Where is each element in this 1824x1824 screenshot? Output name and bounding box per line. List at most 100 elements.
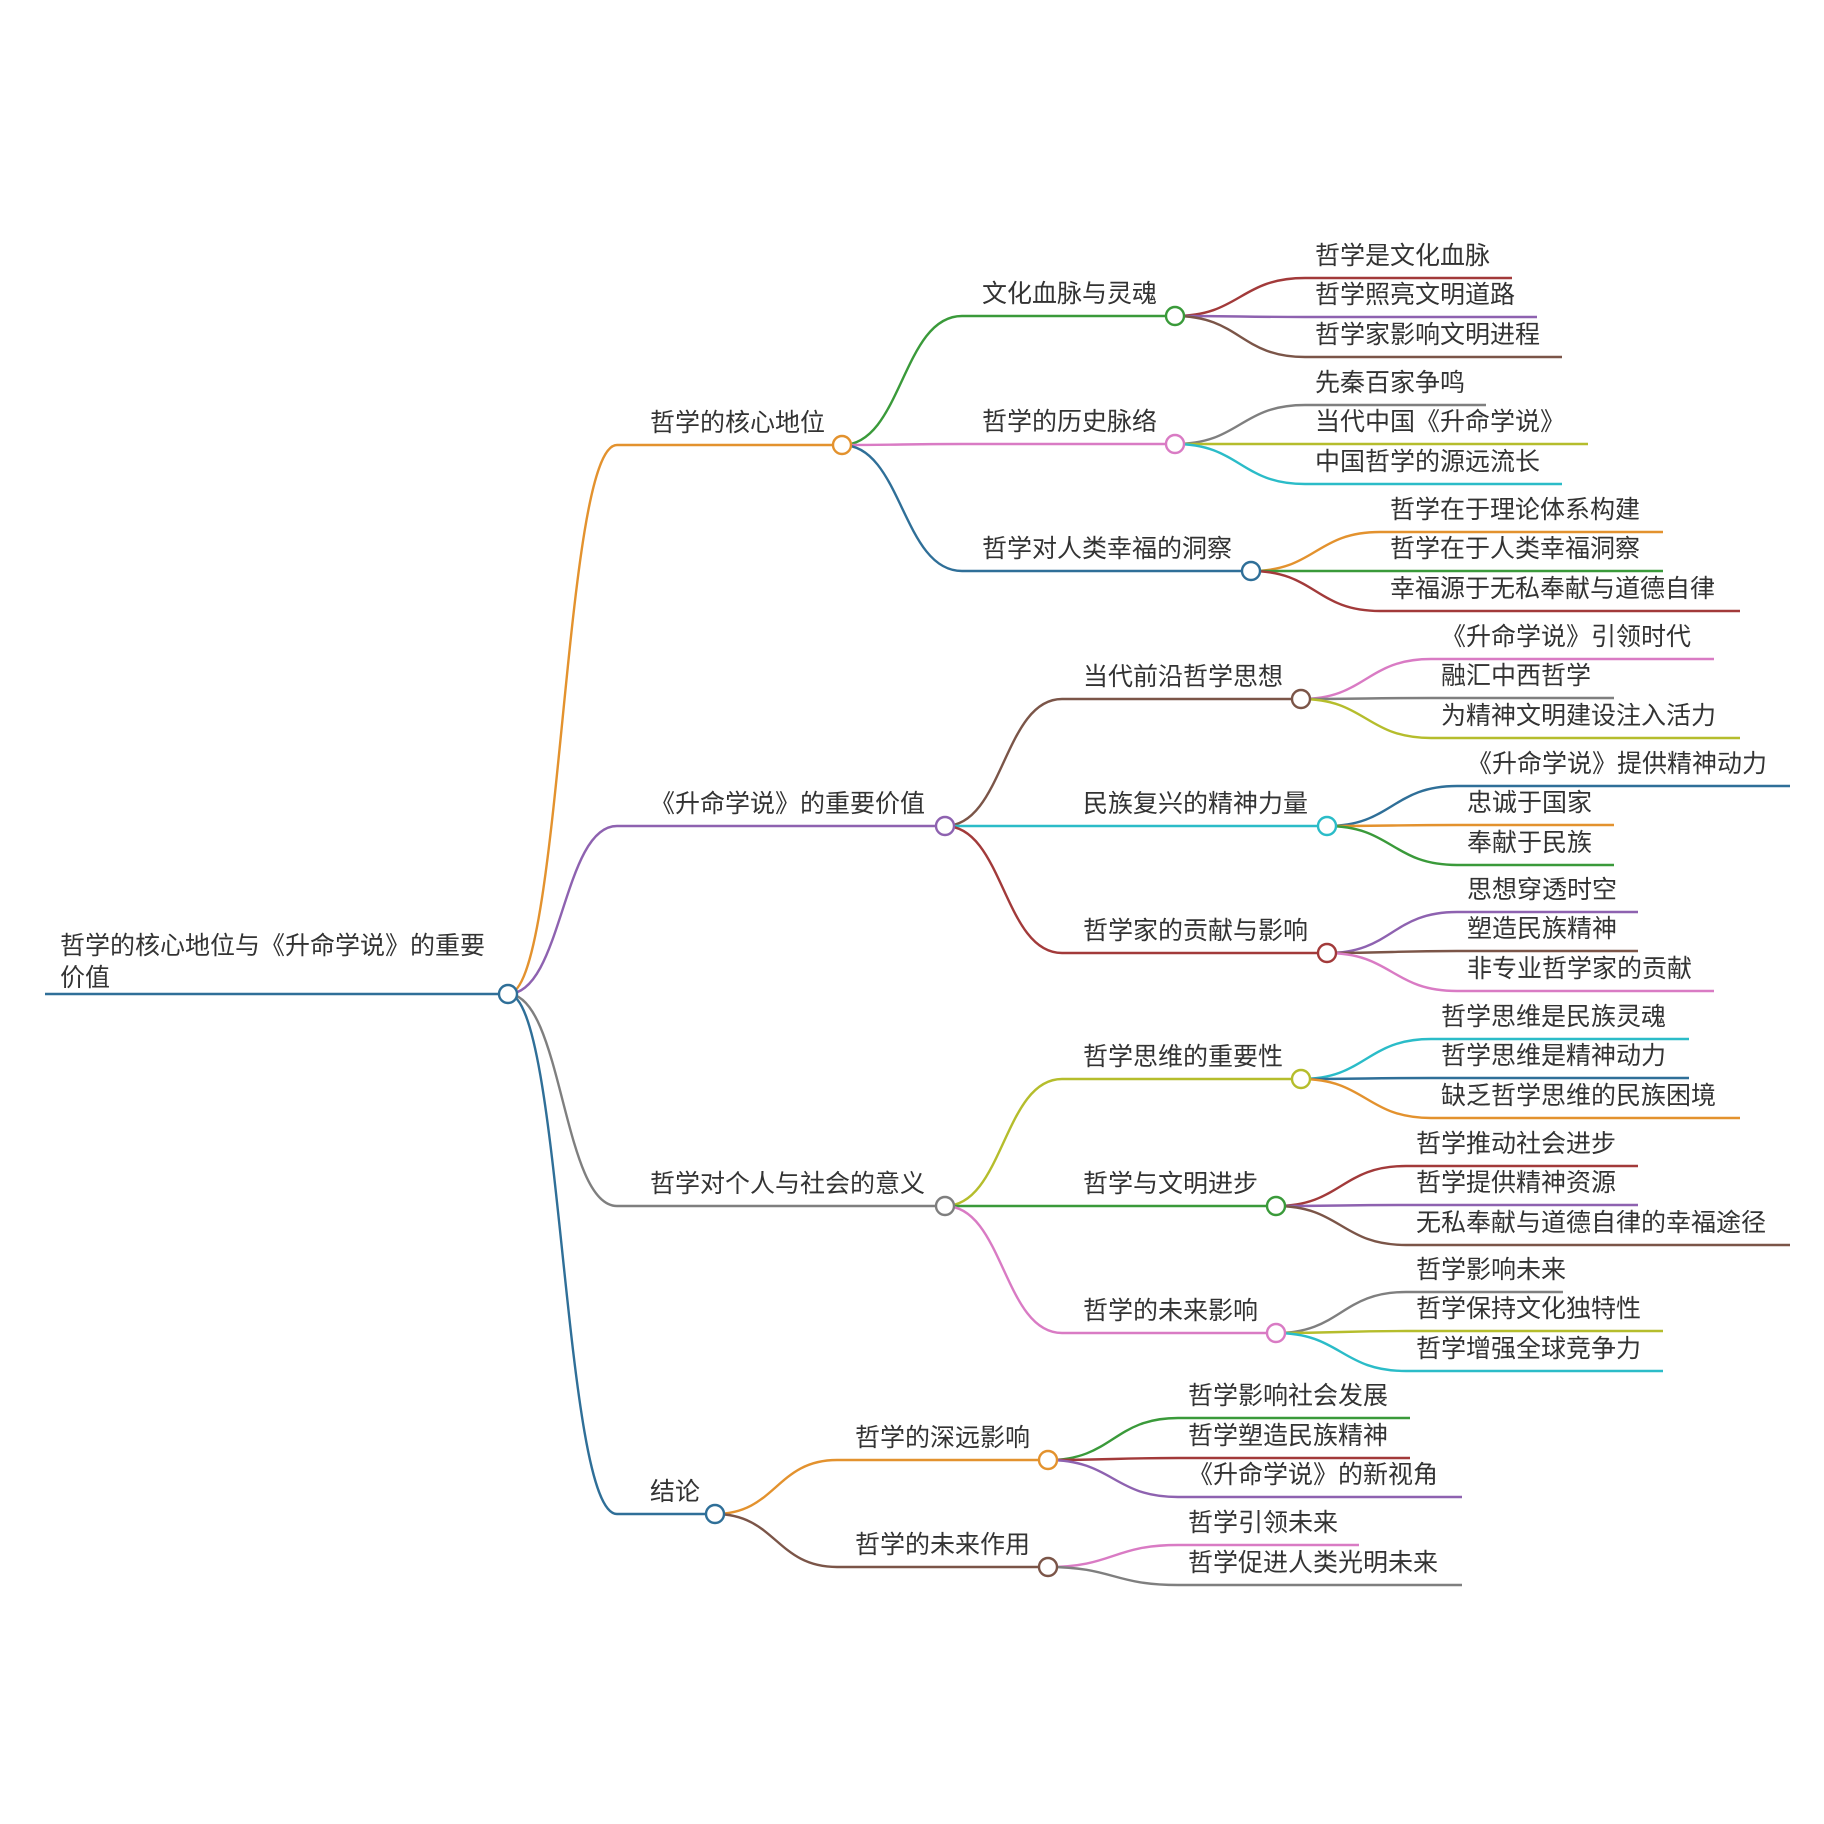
connector-topic-leaf: [1047, 1416, 1179, 1462]
leaf-label: 哲学增强全球竞争力: [1416, 1334, 1641, 1363]
topic-label: 哲学的未来影响: [1083, 1296, 1258, 1325]
branch-collapse-toggle[interactable]: [831, 434, 853, 456]
leaf-label: 当代中国《升命学说》: [1315, 407, 1565, 436]
leaf-label: 哲学引领未来: [1188, 1508, 1338, 1537]
connector-branch-topic: [841, 314, 963, 447]
topic-label: 哲学对人类幸福的洞察: [982, 534, 1232, 563]
topic-collapse-toggle[interactable]: [1290, 688, 1312, 710]
topic-label: 哲学家的贡献与影响: [1083, 916, 1308, 945]
topic-label: 哲学思维的重要性: [1083, 1042, 1283, 1071]
connector-topic-leaf: [1300, 1077, 1432, 1120]
connector-topic-leaf: [1047, 1565, 1179, 1587]
topic-collapse-toggle[interactable]: [1265, 1322, 1287, 1344]
connector-topic-leaf: [1047, 1456, 1179, 1462]
connector-topic-leaf: [1174, 314, 1306, 359]
topic-collapse-toggle[interactable]: [1265, 1195, 1287, 1217]
leaf-label: 为精神文明建设注入活力: [1441, 701, 1716, 730]
connectors: [45, 276, 1790, 1587]
leaf-label: 先秦百家争鸣: [1315, 368, 1465, 397]
connector-topic-leaf: [1326, 949, 1458, 955]
connector-topic-leaf: [1300, 697, 1432, 740]
leaf-label: 思想穿透时空: [1467, 875, 1617, 904]
connector-topic-leaf: [1047, 1543, 1179, 1569]
root-collapse-toggle[interactable]: [497, 983, 519, 1005]
topic-collapse-toggle[interactable]: [1164, 433, 1186, 455]
connector-branch-topic: [944, 1204, 1063, 1335]
connector-topic-leaf: [1300, 1037, 1432, 1081]
connector-branch-topic: [714, 1458, 838, 1516]
leaf-label: 缺乏哲学思维的民族困境: [1441, 1081, 1716, 1110]
leaf-label: 哲学思维是精神动力: [1441, 1041, 1666, 1070]
branch-collapse-toggle[interactable]: [704, 1503, 726, 1525]
topic-collapse-toggle[interactable]: [1316, 815, 1338, 837]
connector-topic-leaf: [1275, 1164, 1407, 1208]
leaf-label: 哲学提供精神资源: [1416, 1168, 1616, 1197]
topic-collapse-toggle[interactable]: [1037, 1449, 1059, 1471]
connector-root-branch: [507, 824, 618, 996]
connector-topic-leaf: [1326, 910, 1458, 955]
topic-collapse-toggle[interactable]: [1240, 560, 1262, 582]
branch-label: 结论: [650, 1477, 700, 1506]
topic-label: 文化血脉与灵魂: [982, 279, 1157, 308]
topic-label: 哲学的历史脉络: [982, 407, 1157, 436]
topic-label: 哲学的未来作用: [855, 1530, 1030, 1559]
leaf-label: 融汇中西哲学: [1441, 661, 1591, 690]
connector-topic-leaf: [1174, 314, 1306, 319]
leaf-label: 哲学塑造民族精神: [1188, 1421, 1388, 1450]
connector-topic-leaf: [1326, 823, 1458, 828]
leaf-label: 哲学保持文化独特性: [1416, 1294, 1641, 1323]
topic-label: 民族复兴的精神力量: [1083, 789, 1308, 818]
leaf-label: 哲学在于理论体系构建: [1390, 495, 1640, 524]
topic-collapse-toggle[interactable]: [1316, 942, 1338, 964]
connector-root-branch: [507, 992, 618, 1516]
topic-collapse-toggle[interactable]: [1164, 305, 1186, 327]
connector-topic-leaf: [1275, 1331, 1407, 1373]
connector-topic-leaf: [1326, 951, 1458, 993]
connector-branch-topic: [714, 1512, 838, 1569]
connector-branch-topic: [944, 697, 1063, 828]
connector-root-branch: [507, 443, 618, 996]
root-title-line: 价值: [60, 963, 110, 992]
connector-branch-topic: [841, 442, 963, 447]
connector-topic-leaf: [1275, 1204, 1407, 1247]
leaf-label: 无私奉献与道德自律的幸福途径: [1416, 1208, 1766, 1237]
branch-label: 哲学的核心地位: [650, 408, 825, 437]
leaf-label: 哲学推动社会进步: [1416, 1129, 1616, 1158]
leaf-label: 哲学促进人类光明未来: [1188, 1548, 1438, 1577]
topic-label: 哲学的深远影响: [855, 1423, 1030, 1452]
connector-branch-topic: [944, 824, 1063, 955]
leaf-label: 《升命学说》提供精神动力: [1467, 749, 1767, 778]
root-title-line: 哲学的核心地位与《升命学说》的重要: [60, 931, 485, 960]
connector-topic-leaf: [1300, 696, 1432, 701]
connector-root-branch: [507, 992, 618, 1208]
topic-label: 当代前沿哲学思想: [1083, 662, 1283, 691]
topic-collapse-toggle[interactable]: [1290, 1068, 1312, 1090]
topic-collapse-toggle[interactable]: [1037, 1556, 1059, 1578]
connector-topic-leaf: [1300, 1076, 1432, 1081]
connector-topic-leaf: [1300, 657, 1432, 701]
leaf-label: 哲学是文化血脉: [1315, 241, 1490, 270]
leaf-label: 中国哲学的源远流长: [1315, 447, 1540, 476]
connector-topic-leaf: [1275, 1203, 1407, 1208]
leaf-label: 哲学影响社会发展: [1188, 1381, 1388, 1410]
connector-topic-leaf: [1250, 569, 1381, 613]
connector-topic-leaf: [1250, 530, 1381, 573]
leaf-label: 哲学思维是民族灵魂: [1441, 1002, 1666, 1031]
connector-topic-leaf: [1326, 784, 1458, 828]
branch-label: 哲学对个人与社会的意义: [650, 1169, 925, 1198]
branch-label: 《升命学说》的重要价值: [650, 789, 925, 818]
leaf-label: 塑造民族精神: [1467, 914, 1617, 943]
nodes: 哲学的核心地位与《升命学说》的重要价值 哲学的核心地位 文化血脉与灵魂 哲学是文化血脉…: [60, 241, 1767, 1578]
connector-topic-leaf: [1174, 442, 1306, 486]
branch-collapse-toggle[interactable]: [934, 1195, 956, 1217]
leaf-label: 《升命学说》的新视角: [1188, 1460, 1438, 1489]
branch-collapse-toggle[interactable]: [934, 815, 956, 837]
connector-topic-leaf: [1174, 276, 1306, 318]
leaf-label: 哲学在于人类幸福洞察: [1390, 534, 1640, 563]
topic-label: 哲学与文明进步: [1083, 1169, 1258, 1198]
leaf-label: 《升命学说》引领时代: [1441, 622, 1691, 651]
connector-topic-leaf: [1047, 1458, 1179, 1499]
leaf-label: 哲学家影响文明进程: [1315, 320, 1540, 349]
connector-topic-leaf: [1275, 1290, 1407, 1335]
